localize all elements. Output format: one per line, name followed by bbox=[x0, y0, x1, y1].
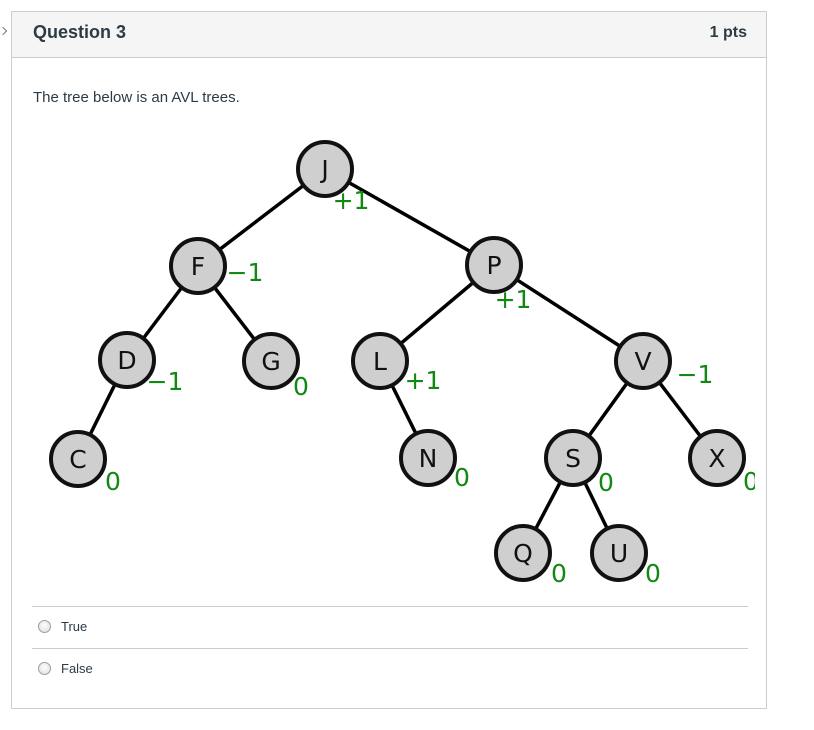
balance-factor-s: 0 bbox=[598, 468, 614, 497]
question-header: Question 3 1 pts bbox=[12, 12, 766, 58]
tree-node-circle-l bbox=[351, 332, 409, 390]
tree-node-circle-s bbox=[544, 429, 602, 487]
balance-factor-u: 0 bbox=[645, 559, 661, 587]
tree-node-circle-v bbox=[614, 332, 672, 390]
answer-list: True False bbox=[32, 606, 748, 690]
tree-node-circle-f bbox=[169, 237, 227, 295]
tree-node-circle-x bbox=[688, 429, 746, 487]
question-title: Question 3 bbox=[33, 22, 127, 42]
tree-node-label-j: J bbox=[319, 155, 328, 184]
tree-node-label-l: L bbox=[373, 347, 387, 376]
tree-node-label-n: N bbox=[419, 444, 438, 473]
tree-node-circle-c bbox=[49, 430, 107, 488]
balance-factor-j: +1 bbox=[333, 186, 370, 215]
tree-node-n: N0 bbox=[399, 429, 470, 492]
tree-node-d: D −1 bbox=[98, 331, 184, 396]
balance-factor-l: +1 bbox=[405, 366, 442, 395]
tree-node-u: U0 bbox=[590, 524, 661, 587]
balance-factor-x: 0 bbox=[743, 467, 755, 496]
answer-option-false[interactable]: False bbox=[32, 648, 748, 690]
answer-label-false: False bbox=[61, 661, 93, 676]
tree-node-circle-u bbox=[590, 524, 648, 582]
balance-factor-c: 0 bbox=[105, 467, 121, 496]
tree-node-circle-j bbox=[296, 140, 354, 198]
tree-node-label-v: V bbox=[634, 347, 651, 376]
tree-node-label-g: G bbox=[261, 347, 280, 376]
question-points: 1 pts bbox=[709, 24, 747, 41]
tree-node-x: X0 bbox=[688, 429, 755, 496]
tree-node-f: F −1 bbox=[169, 237, 264, 295]
tree-node-v: V −1 bbox=[614, 332, 714, 390]
tree-node-g: G0 bbox=[242, 332, 309, 401]
balance-factor-v: −1 bbox=[677, 360, 714, 389]
tree-node-s: S0 bbox=[544, 429, 614, 497]
balance-factor-p: +1 bbox=[495, 285, 532, 314]
tree-edge-j-p bbox=[324, 167, 495, 267]
balance-factor-q: 0 bbox=[551, 559, 567, 587]
radio-button-true[interactable] bbox=[38, 620, 51, 633]
radio-button-false[interactable] bbox=[38, 662, 51, 675]
question-text: The tree below is an AVL trees. bbox=[33, 89, 240, 106]
answer-label-true: True bbox=[61, 619, 88, 634]
tree-node-label-c: C bbox=[69, 445, 86, 474]
tree-node-label-s: S bbox=[565, 444, 581, 473]
answer-option-true[interactable]: True bbox=[32, 606, 748, 648]
tree-node-q: Q0 bbox=[494, 524, 567, 587]
balance-factor-g: 0 bbox=[293, 372, 309, 401]
balance-factor-f: −1 bbox=[227, 258, 264, 287]
tree-node-j: J+1 bbox=[296, 140, 370, 215]
balance-factor-d: −1 bbox=[147, 367, 184, 396]
tree-node-circle-g bbox=[242, 332, 300, 390]
tree-node-circle-d bbox=[98, 331, 156, 389]
tree-node-circle-p bbox=[465, 236, 523, 294]
balance-factor-n: 0 bbox=[454, 463, 470, 492]
tree-node-label-d: D bbox=[117, 346, 136, 375]
tree-edge-p-v bbox=[493, 263, 644, 363]
question-card: Question 3 1 pts The tree below is an AV… bbox=[11, 11, 767, 709]
tree-node-label-f: F bbox=[191, 252, 205, 281]
tree-node-c: C0 bbox=[49, 430, 121, 496]
tree-node-circle-q bbox=[494, 524, 552, 582]
collapse-arrow-icon bbox=[0, 26, 8, 36]
tree-node-label-u: U bbox=[610, 539, 628, 568]
tree-node-l: L +1 bbox=[351, 332, 442, 395]
tree-node-p: P +1 bbox=[465, 236, 532, 314]
tree-node-circle-n bbox=[399, 429, 457, 487]
tree-node-label-q: Q bbox=[513, 539, 533, 568]
tree-node-label-p: P bbox=[486, 251, 501, 280]
tree-node-label-x: X bbox=[708, 444, 725, 473]
